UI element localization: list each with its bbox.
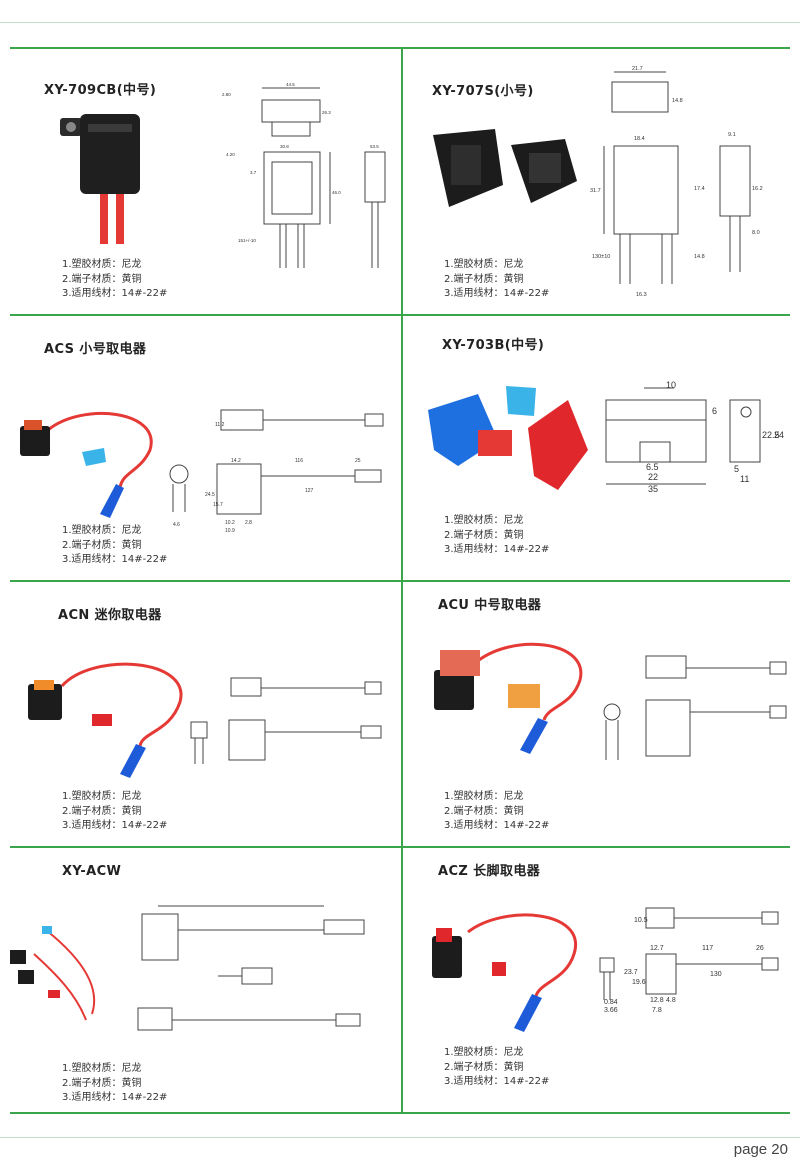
- svg-text:10.2: 10.2: [225, 520, 235, 526]
- product-photo-acu: [434, 642, 583, 754]
- product-photo-acn: [28, 662, 183, 778]
- product-title-acs: ACS 小号取电器: [44, 342, 147, 357]
- svg-text:53.5: 53.5: [370, 144, 379, 149]
- svg-text:127: 127: [305, 488, 314, 494]
- svg-text:11.2: 11.2: [215, 422, 225, 428]
- svg-text:7.8: 7.8: [652, 1007, 662, 1014]
- svg-text:22.5: 22.5: [762, 430, 780, 440]
- svg-text:17.4: 17.4: [694, 186, 705, 192]
- svg-text:24.5: 24.5: [205, 492, 215, 498]
- drawing-709cb: 44.5 2.80 26.3 30.8 46.0 53.5 4.20 3.7 1…: [222, 82, 386, 268]
- svg-text:2.8: 2.8: [245, 520, 252, 526]
- grid-line-top: [10, 47, 790, 49]
- svg-text:116: 116: [295, 458, 303, 464]
- product-title-acu: ACU 中号取电器: [438, 598, 542, 613]
- grid-line-row-3: [10, 846, 790, 848]
- product-title-707s: XY-707S(小号): [432, 84, 534, 99]
- svg-text:46.0: 46.0: [332, 190, 341, 195]
- svg-text:4.8: 4.8: [666, 997, 676, 1004]
- svg-text:18.4: 18.4: [634, 136, 645, 142]
- svg-text:0.84: 0.84: [604, 999, 618, 1006]
- svg-text:26.3: 26.3: [322, 110, 331, 115]
- svg-text:44.5: 44.5: [286, 82, 295, 87]
- drawing-acw: [137, 905, 365, 1031]
- svg-text:5: 5: [734, 464, 739, 474]
- svg-text:21.7: 21.7: [632, 66, 643, 72]
- product-title-acw: XY-ACW: [62, 864, 122, 879]
- grid-line-row-1: [10, 314, 790, 316]
- svg-text:15.7: 15.7: [213, 502, 223, 508]
- product-title-709cb: XY-709CB(中号): [44, 83, 157, 98]
- product-photo-703b: [428, 386, 588, 490]
- grid-line-bottom: [10, 1112, 790, 1114]
- svg-text:12.8: 12.8: [650, 997, 664, 1004]
- drawing-acu: [603, 655, 787, 760]
- svg-text:3.66: 3.66: [604, 1007, 618, 1014]
- grid-line-row-2: [10, 580, 790, 582]
- svg-text:8.0: 8.0: [752, 230, 760, 236]
- drawing-703b: 10 6 22.5 24 6.5 22 35 5 11: [605, 380, 784, 494]
- svg-text:3.7: 3.7: [250, 170, 257, 175]
- svg-text:35: 35: [648, 484, 658, 494]
- svg-text:30.8: 30.8: [280, 144, 289, 149]
- product-photo-acs: [20, 411, 153, 518]
- svg-text:26: 26: [756, 945, 764, 952]
- svg-text:6.5: 6.5: [646, 462, 659, 472]
- svg-text:16.2: 16.2: [752, 186, 763, 192]
- product-title-703b: XY-703B(中号): [442, 338, 545, 353]
- svg-text:31.7: 31.7: [590, 188, 601, 194]
- svg-text:19.6: 19.6: [632, 979, 646, 986]
- drawing-707s: 21.7 14.8 18.4 31.7 17.4 16.2 9.1 8.0 14…: [590, 66, 763, 298]
- svg-text:11: 11: [740, 474, 749, 484]
- svg-text:10.9: 10.9: [225, 528, 235, 534]
- drawing-acs: 14.2 116 25 127 24.5 15.7 10.2 2.8 10.9 …: [169, 409, 384, 534]
- page-number: page 20: [733, 1141, 788, 1158]
- svg-text:9.1: 9.1: [728, 132, 736, 138]
- svg-text:23.7: 23.7: [624, 969, 638, 976]
- product-photo-acw: [10, 926, 96, 1021]
- bottom-divider: [0, 1137, 800, 1138]
- product-title-acz: ACZ 长脚取电器: [438, 864, 541, 879]
- svg-text:12.7: 12.7: [650, 945, 664, 952]
- drawing-acn: [190, 677, 382, 764]
- svg-text:22: 22: [648, 472, 658, 482]
- product-photo-acz: [432, 913, 578, 1032]
- svg-text:16.3: 16.3: [636, 292, 647, 298]
- svg-text:6: 6: [712, 406, 717, 416]
- svg-text:130±10: 130±10: [592, 254, 610, 260]
- svg-text:14.2: 14.2: [231, 458, 241, 464]
- svg-text:10.5: 10.5: [634, 917, 648, 924]
- top-divider: [0, 22, 800, 23]
- product-photo-707s: [433, 129, 577, 207]
- svg-text:24: 24: [774, 430, 784, 440]
- svg-text:14.8: 14.8: [694, 254, 705, 260]
- svg-text:130: 130: [710, 971, 722, 978]
- grid-line-center: [401, 47, 403, 1114]
- svg-text:117: 117: [702, 945, 713, 952]
- svg-text:25: 25: [355, 458, 361, 464]
- svg-text:4.6: 4.6: [173, 522, 180, 528]
- svg-text:151+/-10: 151+/-10: [238, 238, 256, 243]
- svg-text:4.20: 4.20: [226, 152, 235, 157]
- product-title-acn: ACN 迷你取电器: [58, 608, 162, 623]
- svg-text:14.8: 14.8: [672, 98, 683, 104]
- svg-text:10: 10: [666, 380, 676, 390]
- drawing-acz: 10.5 12.7 117 26 130 23.7 19.6 12.8 7.8 …: [599, 907, 779, 1014]
- svg-text:2.80: 2.80: [222, 92, 231, 97]
- product-photo-709cb: [60, 114, 140, 244]
